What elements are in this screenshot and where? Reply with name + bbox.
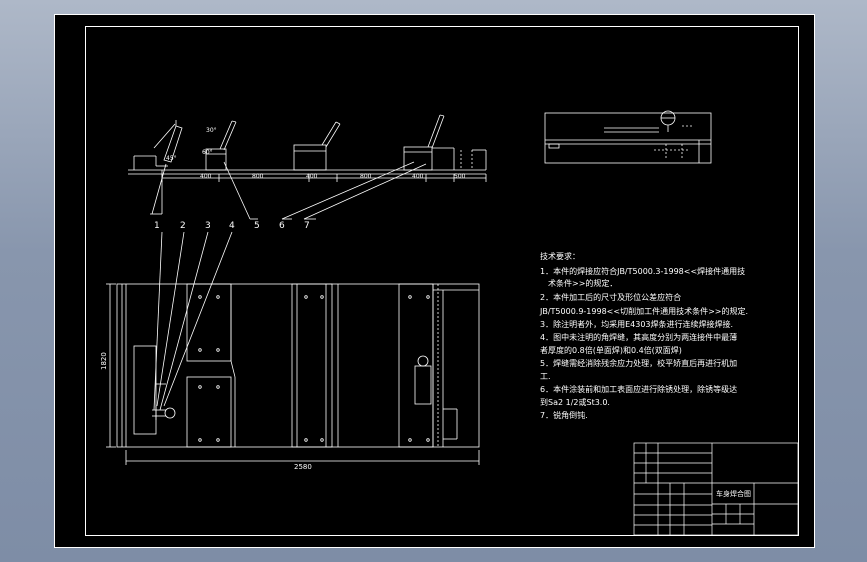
- outer-frame: [54, 14, 815, 548]
- cad-drawing: 400 800 400 800 400 500 30° 60° 45° 1 2 …: [54, 14, 815, 548]
- technical-requirements: 技术要求： 1．本件的焊接应符合JB/T5000.3-1998<<焊接件通用技 …: [539, 251, 748, 420]
- notes-title: 技术要求：: [540, 251, 580, 261]
- note-line: 者厚度的0.8倍(单面焊)和0.4倍(双面焊): [540, 345, 682, 355]
- drawing-sheet: 400 800 400 800 400 500 30° 60° 45° 1 2 …: [54, 14, 815, 548]
- note-line: 3．除注明者外，均采用E4303焊条进行连续焊接焊接.: [540, 319, 733, 329]
- callout-number: 1: [154, 221, 160, 231]
- dim-label: 400: [200, 173, 212, 180]
- callout-numbers: 1 2 3 4 5 6 7: [154, 221, 310, 231]
- note-line: 6．本件涂装前和加工表面应进行除锈处理，除锈等级达: [540, 384, 737, 394]
- dim-label: 500: [454, 173, 466, 180]
- callout-number: 7: [304, 221, 310, 231]
- drawing-name: 车身焊合图: [716, 489, 751, 498]
- note-line: 到Sa2 1/2或St3.0.: [540, 397, 610, 407]
- dim-label: 800: [360, 173, 372, 180]
- callout-number: 2: [180, 221, 186, 231]
- note-line: 1．本件的焊接应符合JB/T5000.3-1998<<焊接件通用技: [540, 266, 745, 276]
- note-line: 7．锐角倒钝.: [540, 410, 588, 420]
- plan-view: [106, 231, 480, 465]
- note-line: 2．本件加工后的尺寸及形位公差应符合: [540, 292, 681, 302]
- dim-label: 400: [306, 173, 318, 180]
- plan-width-dim: 2580: [294, 463, 312, 471]
- note-line: 4．图中未注明的角焊缝，其高度分别为两连接件中最薄: [540, 332, 737, 342]
- inner-frame: [85, 26, 799, 536]
- angle-label: 60°: [202, 149, 213, 156]
- note-line: 5．焊缝需经消除残余应力处理，校平矫直后再进行机加: [540, 358, 737, 368]
- callout-number: 4: [229, 221, 235, 231]
- callout-number: 3: [205, 221, 211, 231]
- front-view-dimensions: 400 800 400 800 400 500 30° 60° 45°: [166, 127, 466, 180]
- angle-label: 30°: [206, 127, 217, 134]
- title-block: [633, 442, 799, 536]
- side-view: [544, 110, 712, 164]
- callout-number: 6: [279, 221, 285, 231]
- dim-label: 400: [412, 173, 424, 180]
- note-line: 术条件>>的规定．: [548, 278, 617, 288]
- note-line: JB/T5000.9-1998<<切削加工件通用技术条件>>的规定.: [539, 306, 748, 316]
- plan-height-dim: 1820: [100, 352, 108, 370]
- dim-label: 800: [252, 173, 264, 180]
- note-line: 工.: [540, 372, 551, 381]
- angle-label: 45°: [166, 155, 177, 162]
- callout-number: 5: [254, 221, 260, 231]
- front-view: [128, 114, 487, 220]
